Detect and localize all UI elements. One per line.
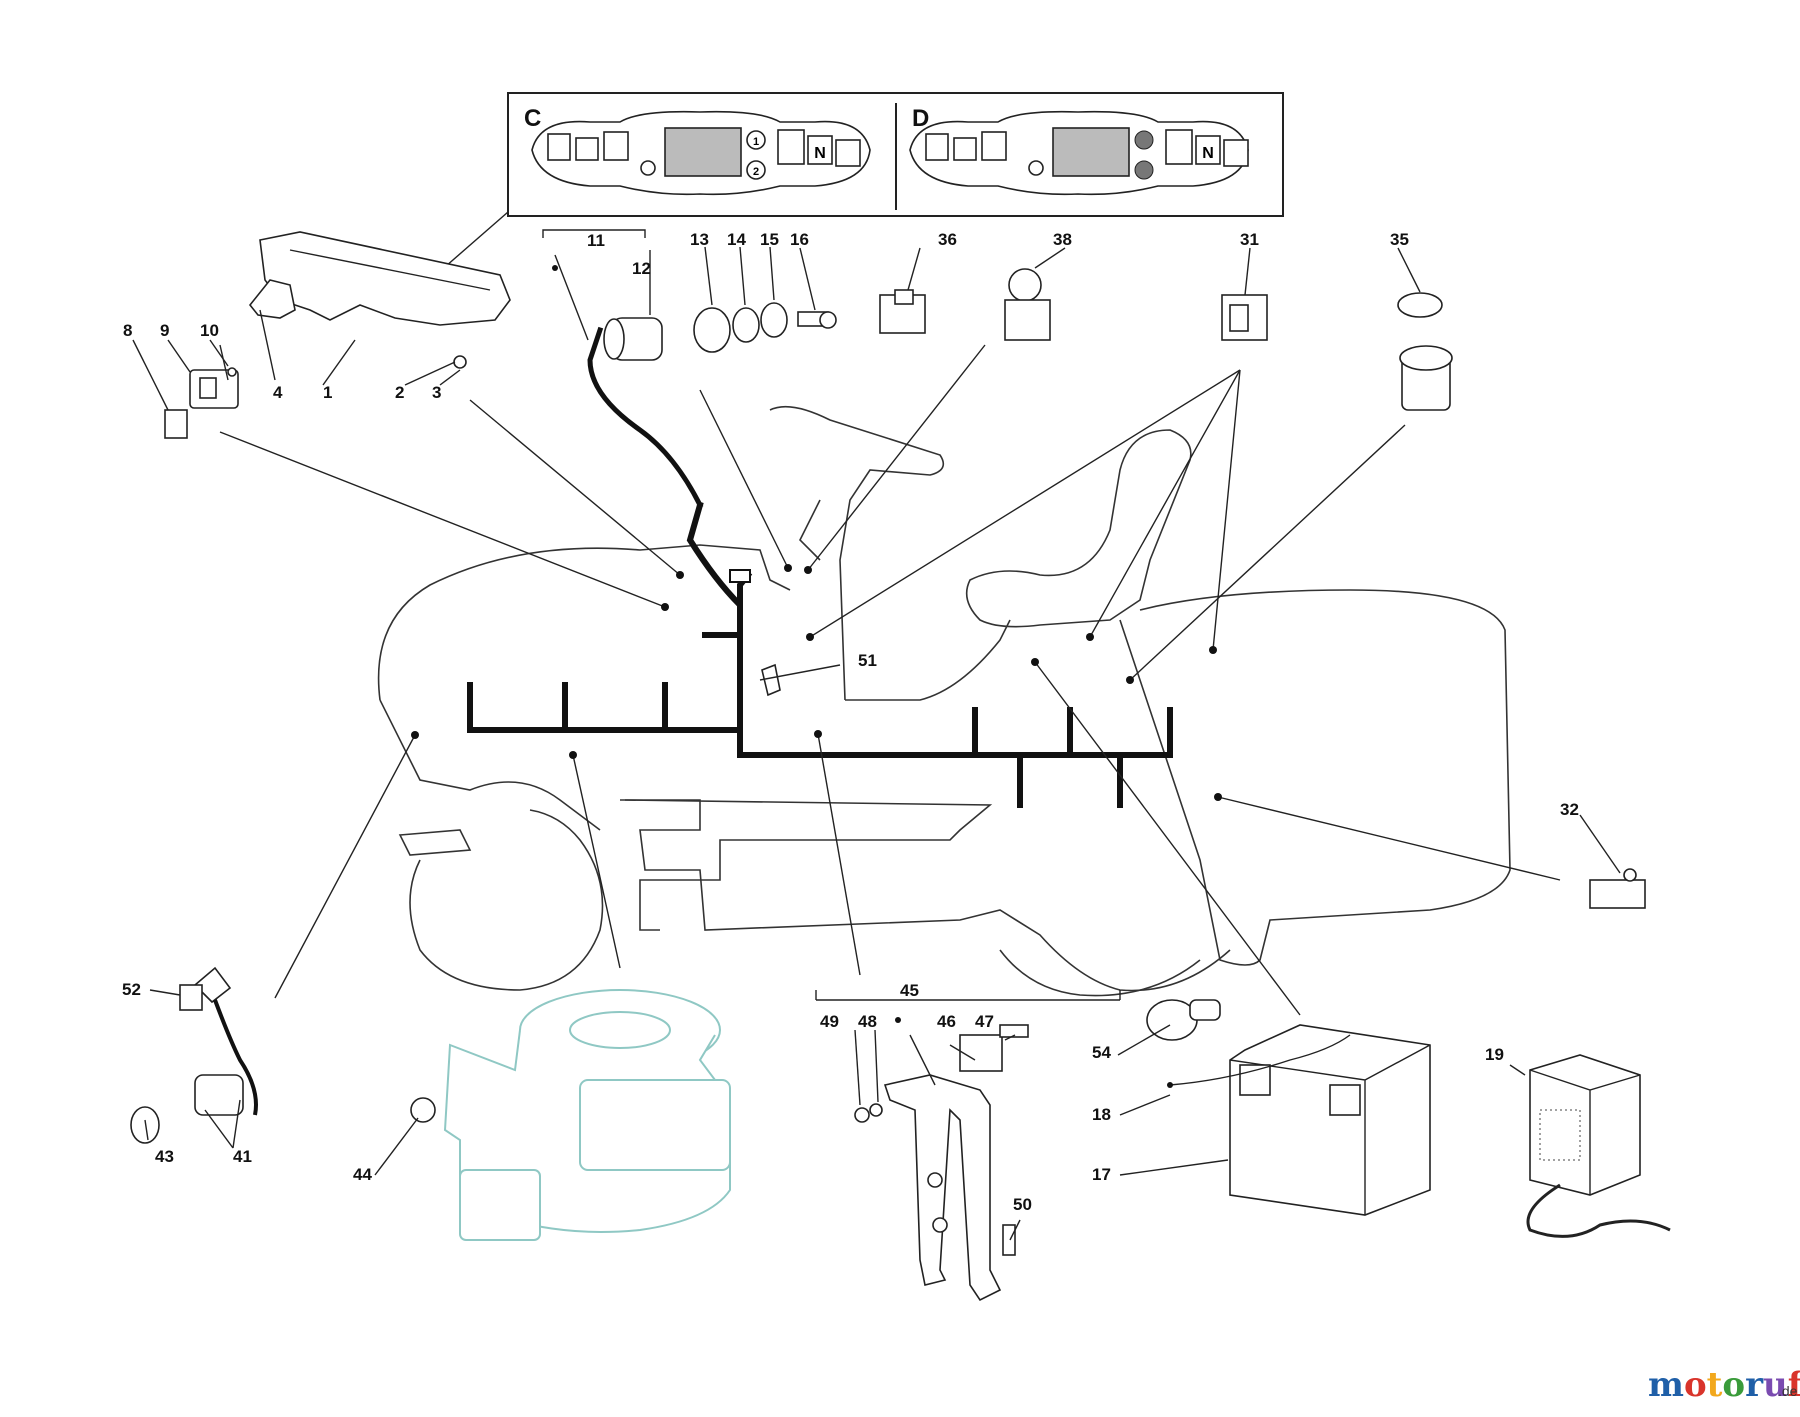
callout-38: 38 — [1053, 230, 1072, 249]
watermark-suffix: .de — [1778, 1383, 1798, 1399]
callout-54: 54 — [1092, 1043, 1111, 1062]
switch-32-part — [1589, 868, 1646, 909]
callout-48: 48 — [858, 1012, 877, 1031]
leader-lines — [132, 229, 1621, 1241]
panel-letter-d: D — [912, 105, 929, 132]
dashboard-cover-part — [259, 231, 511, 326]
callout-51: 51 — [858, 651, 877, 670]
panel-letter-c: C — [524, 105, 541, 132]
grommet-44-part — [410, 1097, 436, 1123]
callout-9: 9 — [160, 321, 169, 340]
terminal-cover-54-part — [1146, 999, 1221, 1041]
callout-36: 36 — [938, 230, 957, 249]
callout-16: 16 — [790, 230, 809, 249]
screw-10-part — [227, 367, 237, 377]
parts — [130, 231, 1671, 1302]
tractor-outline — [377, 405, 1511, 997]
battery-part — [1169, 1024, 1431, 1216]
callout-15: 15 — [760, 230, 779, 249]
callout-3: 3 — [432, 383, 441, 402]
callout-11: 11 — [587, 231, 605, 250]
callout-44: 44 — [353, 1165, 372, 1184]
callout-35: 35 — [1390, 230, 1409, 249]
callout-32: 32 — [1560, 800, 1579, 819]
washer-14-part — [732, 307, 760, 343]
headlight-harness-part — [130, 966, 258, 1144]
panel-c-badge-2: 2 — [753, 166, 759, 178]
callout-14: 14 — [727, 230, 746, 249]
callout-labels: 1 2 3 4 8 9 10 11 12 13 14 15 16 17 18 1… — [122, 230, 1579, 1214]
callout-18: 18 — [1092, 1105, 1111, 1124]
connection-dots — [411, 265, 1222, 1088]
callout-17: 17 — [1092, 1165, 1111, 1184]
watermark-text: motoruf — [1648, 1365, 1800, 1405]
callout-50: 50 — [1013, 1195, 1032, 1214]
callout-8: 8 — [123, 321, 132, 340]
dashboard-panel-c: C 1 2 N — [524, 105, 871, 196]
panel-d-neutral: N — [1202, 145, 1214, 162]
callout-47: 47 — [975, 1012, 994, 1031]
bezel-13-part — [693, 307, 731, 353]
callout-52: 52 — [122, 980, 141, 999]
switch-31-part — [1221, 294, 1268, 341]
wiring-harness — [467, 326, 1173, 808]
callout-2: 2 — [395, 383, 404, 402]
bracket-45-part — [854, 1024, 1029, 1302]
watermark-logo: motoruf .de — [1648, 1365, 1800, 1405]
dashboard-panel-d: D N — [909, 105, 1249, 196]
clip-51-part — [761, 663, 781, 697]
callout-1: 1 — [323, 383, 332, 402]
bracket-4-part — [248, 279, 296, 319]
dashboard-inset: C 1 2 N D — [429, 92, 1284, 281]
panel-c-neutral: N — [814, 145, 826, 162]
callout-46: 46 — [937, 1012, 956, 1031]
charger-part — [1526, 1054, 1671, 1238]
callout-41: 41 — [233, 1147, 252, 1166]
nut-15-part — [760, 302, 788, 338]
switch-36-part — [879, 289, 926, 334]
socket-35-part — [1397, 292, 1453, 411]
callout-10: 10 — [200, 321, 219, 340]
callout-49: 49 — [820, 1012, 839, 1031]
callout-43: 43 — [155, 1147, 174, 1166]
nut-2-part — [453, 355, 467, 369]
callout-13: 13 — [690, 230, 709, 249]
callout-31: 31 — [1240, 230, 1259, 249]
key-16-part — [797, 311, 837, 329]
ignition-switch-12-part — [603, 317, 663, 361]
switch-38-part — [1004, 268, 1051, 341]
switch-9-part — [189, 369, 239, 409]
connector-8-part — [164, 409, 188, 439]
callout-4: 4 — [273, 383, 283, 402]
panel-c-badge-1: 1 — [753, 136, 759, 148]
callout-45: 45 — [900, 981, 919, 1000]
callout-19: 19 — [1485, 1045, 1504, 1064]
engine-part — [443, 989, 731, 1241]
callout-12: 12 — [632, 259, 651, 278]
